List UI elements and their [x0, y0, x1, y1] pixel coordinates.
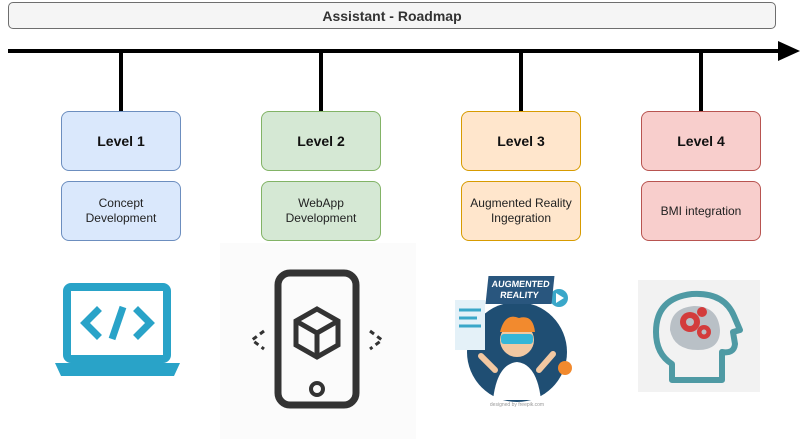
level-2-description: WebApp Development — [261, 181, 381, 241]
level-1-box: Level 1 — [61, 111, 181, 171]
laptop-code-icon — [55, 283, 180, 378]
level-1-description: Concept Development — [61, 181, 181, 241]
brain-gears-icon — [638, 280, 760, 392]
ar-banner: AUGMENTED REALITY — [485, 276, 555, 304]
timeline-arrowhead — [778, 41, 800, 61]
level-3-box: Level 3 — [461, 111, 581, 171]
level-2-box: Level 2 — [261, 111, 381, 171]
level-4-description: BMI integration — [641, 181, 761, 241]
roadmap-title: Assistant - Roadmap — [8, 2, 776, 29]
augmented-reality-illustration: AUGMENTED REALITY designed by freepik.co… — [447, 270, 587, 410]
level-4-box: Level 4 — [641, 111, 761, 171]
level-3-description: Augmented Reality Ingegration — [461, 181, 581, 241]
phone-cube-icon — [220, 243, 416, 439]
ar-credit: designed by freepik.com — [489, 402, 545, 408]
